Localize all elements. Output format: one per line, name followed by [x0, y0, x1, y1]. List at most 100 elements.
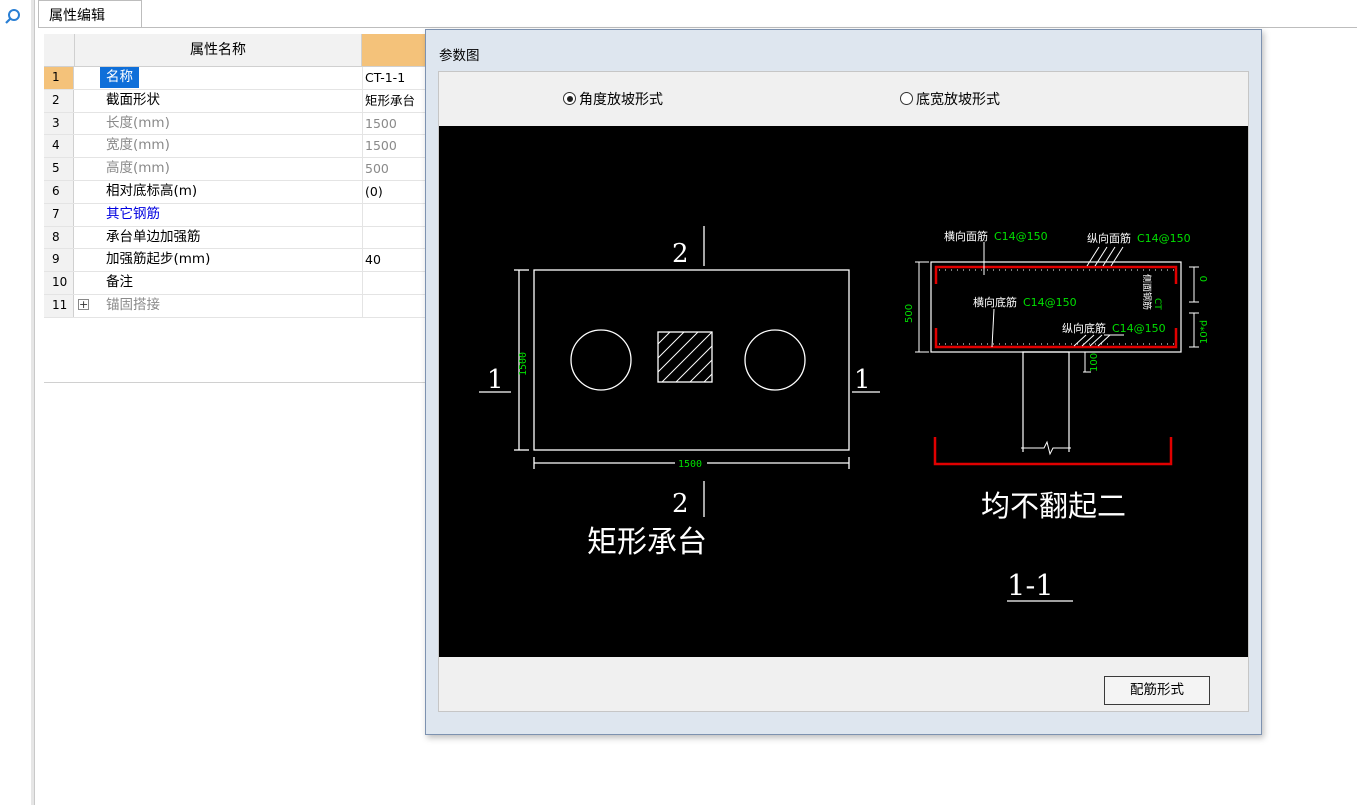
property-value[interactable]: CT-1-1 [362, 67, 428, 89]
column-hatch [657, 331, 713, 383]
table-row[interactable]: 1 名称 CT-1-1 [44, 67, 428, 90]
section-note: 均不翻起二 [981, 489, 1126, 523]
pile-left [570, 329, 632, 391]
property-name: 其它钢筋 [106, 205, 160, 222]
property-value[interactable]: 500 [362, 158, 428, 180]
section-text: 横向面筋 C14@150 纵向面筋 C14@150 横向底筋 C14@150 纵… [904, 229, 1210, 602]
table-row[interactable]: 2 截面形状 矩形承台 [44, 89, 428, 113]
row-number: 3 [44, 112, 74, 135]
property-value[interactable] [362, 226, 428, 249]
property-name: 承台单边加强筋 [106, 228, 201, 245]
plan-view [479, 226, 880, 517]
label-side-rebar: 侧面钢筋 [1141, 274, 1153, 310]
column-section [657, 331, 713, 383]
left-toolbar-strip [0, 0, 35, 805]
property-value[interactable]: 矩形承台 [362, 89, 428, 112]
table-row[interactable]: 8 承台单边加强筋 [44, 226, 428, 250]
row-number-header [44, 34, 75, 66]
spec-top-transverse: C14@150 [994, 230, 1048, 243]
property-value[interactable]: (0) [362, 180, 428, 203]
search-icon[interactable] [2, 6, 24, 28]
table-row[interactable]: 6 相对底标高(m) (0) [44, 180, 428, 204]
dim-label-width: 1500 [678, 459, 702, 470]
slope-mode-radio-group: 角度放坡形式 底宽放坡形式 [439, 72, 1248, 125]
property-name: 截面形状 [106, 91, 160, 108]
grid-header: 属性名称 [44, 34, 428, 67]
plan-caption: 矩形承台 [587, 525, 707, 560]
tab-label: 属性编辑 [49, 8, 105, 24]
dim-0: 0 [1199, 276, 1210, 282]
property-value[interactable] [362, 294, 428, 317]
property-value[interactable]: 40 [362, 249, 428, 272]
table-row[interactable]: 4 宽度(mm) 1500 [44, 135, 428, 159]
bottom-rebar [934, 328, 1178, 349]
property-value[interactable]: 1500 [362, 112, 428, 135]
section-view [915, 242, 1199, 602]
side-label-left: 1 [487, 365, 504, 395]
pile-right [744, 329, 806, 391]
property-value-header[interactable] [362, 34, 428, 66]
row-number: 6 [44, 180, 74, 203]
property-name: 锚固搭接 [106, 296, 160, 313]
dialog-title: 参数图 [439, 48, 480, 64]
cut-label-top: 2 [672, 239, 689, 269]
tab-property-edit[interactable]: 属性编辑 [38, 0, 142, 27]
spec-bottom-longitudinal: C14@150 [1112, 322, 1166, 335]
dim-100: 100 [1089, 353, 1100, 372]
row-number: 4 [44, 135, 74, 158]
table-row[interactable]: 5 高度(mm) 500 [44, 158, 428, 181]
row-number: 10 [44, 272, 74, 294]
radio-width-slope[interactable]: 底宽放坡形式 [900, 89, 1000, 109]
column-stub [1022, 351, 1070, 452]
property-name: 高度(mm) [106, 160, 170, 177]
splitter[interactable] [31, 0, 34, 805]
spec-bottom-transverse: C14@150 [1023, 296, 1077, 309]
property-name-header: 属性名称 [75, 34, 362, 66]
radio-angle-label: 角度放坡形式 [579, 92, 663, 108]
radio-unselected-icon[interactable] [900, 92, 913, 105]
property-name: 长度(mm) [106, 114, 170, 131]
dim-10d: 10*d [1199, 320, 1210, 344]
rebar-form-button[interactable]: 配筋形式 [1104, 676, 1210, 705]
dim-ct: CT [1152, 298, 1162, 310]
radio-selected-icon[interactable] [563, 92, 576, 105]
table-row[interactable]: 11 + 锚固搭接 [44, 294, 428, 318]
break-mark [1021, 440, 1071, 456]
property-name: 加强筋起步(mm) [106, 251, 211, 268]
table-row[interactable]: 3 长度(mm) 1500 [44, 112, 428, 136]
spec-top-longitudinal: C14@150 [1137, 232, 1191, 245]
property-name: 相对底标高(m) [106, 182, 198, 199]
cap-outline [533, 269, 850, 451]
row-number: 8 [44, 226, 74, 249]
dim-label-height: 1500 [518, 352, 529, 376]
property-name: 宽度(mm) [106, 137, 170, 154]
dialog-body: 角度放坡形式 底宽放坡形式 [438, 71, 1249, 712]
property-value[interactable] [362, 203, 428, 226]
row-number: 11 [44, 294, 74, 317]
expand-icon[interactable]: + [78, 297, 89, 311]
radio-width-label: 底宽放坡形式 [916, 92, 1000, 108]
row-number: 7 [44, 203, 74, 226]
dim-500: 500 [904, 304, 915, 323]
radio-angle-slope[interactable]: 角度放坡形式 [563, 89, 663, 109]
drawing-svg: 2 2 1 1 1500 1500 矩形承台 [479, 226, 1210, 602]
parameter-drawing-canvas: 2 2 1 1 1500 1500 矩形承台 [439, 126, 1248, 657]
table-row[interactable]: 7 其它钢筋 [44, 203, 428, 227]
row-number: 2 [44, 89, 74, 112]
label-bottom-transverse: 横向底筋 [973, 295, 1017, 309]
cut-label-bottom: 2 [672, 489, 689, 519]
table-row[interactable]: 9 加强筋起步(mm) 40 [44, 249, 428, 273]
property-name: 备注 [106, 274, 133, 291]
side-label-right: 1 [854, 365, 871, 395]
row-number: 9 [44, 249, 74, 272]
property-value[interactable] [362, 272, 428, 294]
label-top-transverse: 横向面筋 [944, 229, 988, 243]
parameter-diagram-dialog: 参数图 角度放坡形式 底宽放坡形式 [425, 29, 1262, 735]
property-value[interactable]: 1500 [362, 135, 428, 158]
table-row[interactable]: 10 备注 [44, 272, 428, 295]
row-number: 1 [44, 67, 74, 89]
bracket-rebar [933, 437, 1173, 466]
label-bottom-longitudinal: 纵向底筋 [1062, 321, 1106, 335]
grid-bottom-border [44, 382, 428, 383]
property-grid: 属性名称 1 名称 CT-1-1 2 截面形状 矩形承台 3 长度(mm) 15… [44, 34, 428, 318]
